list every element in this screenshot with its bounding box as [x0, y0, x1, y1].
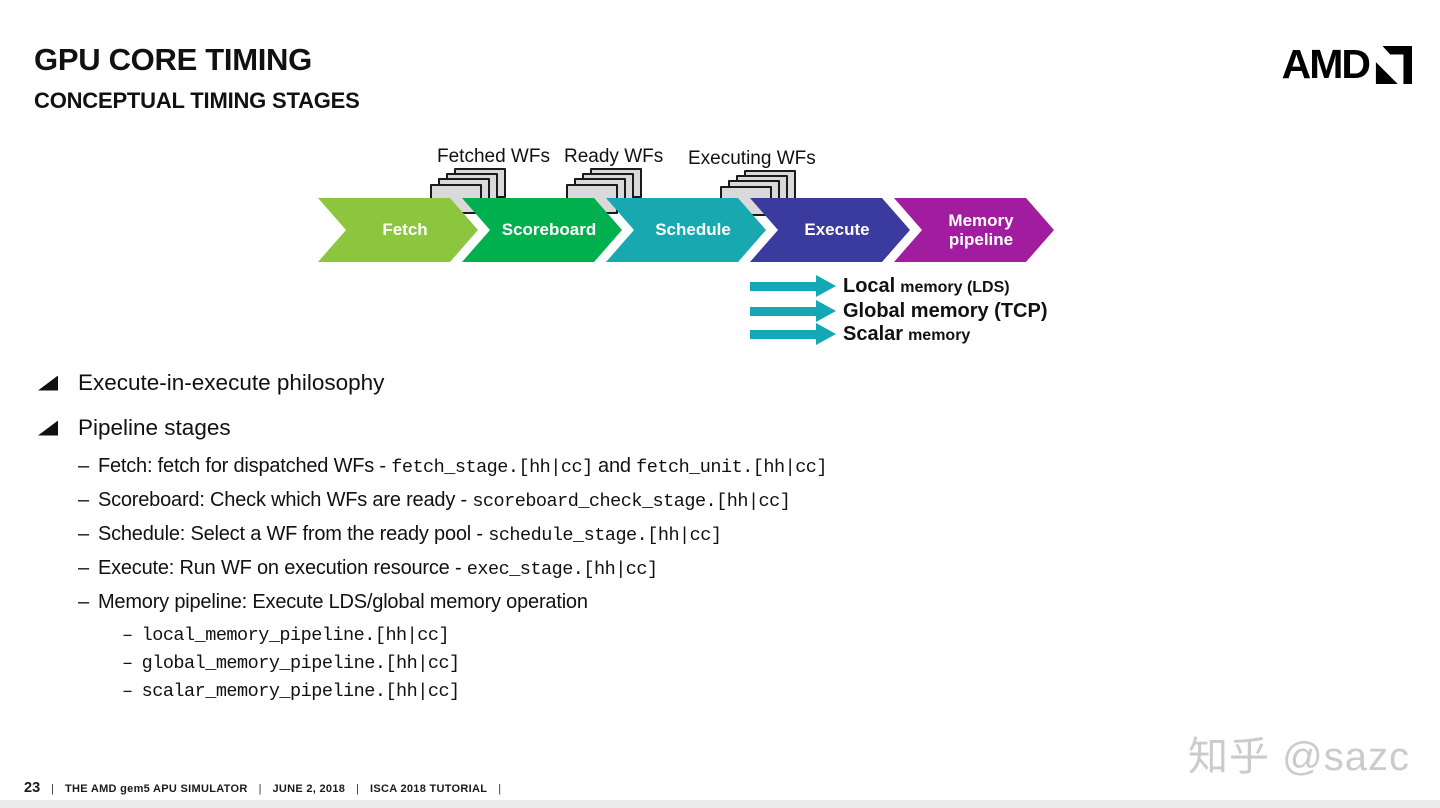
- footer-separator: |: [356, 783, 360, 795]
- dash-bullet: –: [78, 591, 89, 613]
- code-ref: fetch_stage.[hh|cc]: [391, 457, 593, 478]
- dash-bullet: –: [78, 455, 89, 477]
- code-bullet-local: –local_memory_pipeline.[hh|cc]: [122, 625, 1100, 646]
- code-ref: global_memory_pipeline.[hh|cc]: [141, 653, 461, 674]
- arrow-head-icon: [816, 300, 836, 322]
- bullet-text: Pipeline stages: [78, 415, 231, 440]
- dash-bullet: –: [78, 489, 89, 511]
- footer: 23 | THE AMD gem5 APU SIMULATOR | JUNE 2…: [24, 780, 501, 796]
- wf-label-ready: Ready WFs: [564, 146, 664, 167]
- arrow-head-icon: [816, 323, 836, 345]
- amd-arrow-icon: [1375, 45, 1412, 84]
- stage-scoreboard: Scoreboard: [462, 198, 622, 262]
- sub-bullet-memory-pipeline: –Memory pipeline: Execute LDS/global mem…: [78, 591, 1100, 614]
- footer-separator: |: [258, 783, 262, 795]
- code-ref: scalar_memory_pipeline.[hh|cc]: [141, 681, 461, 702]
- sub-bullet-scoreboard: –Scoreboard: Check which WFs are ready -…: [78, 489, 1100, 512]
- code-bullet-global: –global_memory_pipeline.[hh|cc]: [122, 653, 1100, 674]
- sub-bullet-text: Scoreboard: Check which WFs are ready -: [97, 489, 473, 511]
- code-ref: exec_stage.[hh|cc]: [466, 559, 658, 580]
- dash-bullet: –: [122, 625, 133, 646]
- code-ref: fetch_unit.[hh|cc]: [636, 457, 828, 478]
- page-number: 23: [24, 780, 41, 796]
- footer-date: JUNE 2, 2018: [272, 783, 346, 795]
- bottom-strip: [0, 800, 1440, 808]
- code-ref: local_memory_pipeline.[hh|cc]: [141, 625, 450, 646]
- footer-presentation-title: THE AMD gem5 APU SIMULATOR: [65, 783, 248, 795]
- arrow-bar: [750, 329, 816, 339]
- memory-target-sublabel: memory (LDS): [900, 278, 1010, 296]
- memory-target-sublabel: memory: [908, 326, 971, 344]
- amd-logo: AMD: [1282, 44, 1412, 85]
- footer-separator: |: [51, 783, 54, 795]
- sub-bullet-text: Execute: Run WF on execution resource -: [97, 557, 467, 579]
- page-subtitle: CONCEPTUAL TIMING STAGES: [34, 88, 360, 113]
- sub-bullet-schedule: –Schedule: Select a WF from the ready po…: [78, 523, 1100, 546]
- watermark: 知乎 @sazc: [1188, 735, 1410, 779]
- stage-schedule: Schedule: [606, 198, 766, 262]
- arrow-bar: [750, 306, 816, 316]
- sub-bullet-execute: –Execute: Run WF on execution resource -…: [78, 557, 1100, 580]
- footer-separator: |: [498, 783, 502, 795]
- memory-target-label: Global memory (TCP): [843, 299, 1048, 322]
- sub-bullet-list: –Fetch: fetch for dispatched WFs - fetch…: [78, 455, 1100, 614]
- dash-bullet: –: [78, 523, 89, 545]
- bullet-list: Execute-in-execute philosophy Pipeline s…: [0, 368, 1100, 709]
- amd-wordmark: AMD: [1281, 41, 1371, 87]
- sub-bullet-fetch: –Fetch: fetch for dispatched WFs - fetch…: [78, 455, 1100, 478]
- arrow-head-icon: [816, 275, 836, 297]
- sub-bullet-text: Memory pipeline: Execute LDS/global memo…: [97, 591, 588, 613]
- stage-fetch: Fetch: [318, 198, 478, 262]
- sub-bullet-text: and: [592, 455, 637, 477]
- sub-bullet-text: Schedule: Select a WF from the ready poo…: [97, 523, 489, 545]
- pipeline-stages: Fetch Scoreboard Schedule Execute Memory…: [318, 198, 1054, 262]
- bullet-text: Execute-in-execute philosophy: [78, 370, 385, 395]
- arrow-bar: [750, 281, 816, 291]
- wf-label-fetched: Fetched WFs: [437, 146, 550, 167]
- dash-bullet: –: [122, 653, 133, 674]
- stage-execute: Execute: [750, 198, 910, 262]
- page-title: GPU CORE TIMING: [34, 42, 312, 77]
- triangle-bullet-icon: [38, 420, 58, 436]
- dash-bullet: –: [122, 681, 133, 702]
- wf-label-executing: Executing WFs: [688, 148, 816, 169]
- triangle-bullet-icon: [38, 375, 58, 391]
- bullet-execute-philosophy: Execute-in-execute philosophy: [38, 368, 1100, 398]
- bullet-pipeline-stages: Pipeline stages: [38, 413, 1100, 443]
- memory-target-global: Global memory (TCP): [750, 299, 1052, 323]
- stage-memory-pipeline: Memory pipeline: [894, 198, 1054, 262]
- code-ref: schedule_stage.[hh|cc]: [488, 525, 722, 546]
- footer-event: ISCA 2018 TUTORIAL: [370, 783, 488, 795]
- memory-target-label: Scalar: [843, 322, 904, 345]
- dash-bullet: –: [78, 557, 89, 579]
- code-ref: scoreboard_check_stage.[hh|cc]: [472, 491, 791, 512]
- code-bullet-list: –local_memory_pipeline.[hh|cc] –global_m…: [122, 625, 1100, 702]
- sub-bullet-text: Fetch: fetch for dispatched WFs -: [97, 455, 392, 477]
- memory-target-label: Local: [843, 274, 896, 297]
- code-bullet-scalar: –scalar_memory_pipeline.[hh|cc]: [122, 681, 1100, 702]
